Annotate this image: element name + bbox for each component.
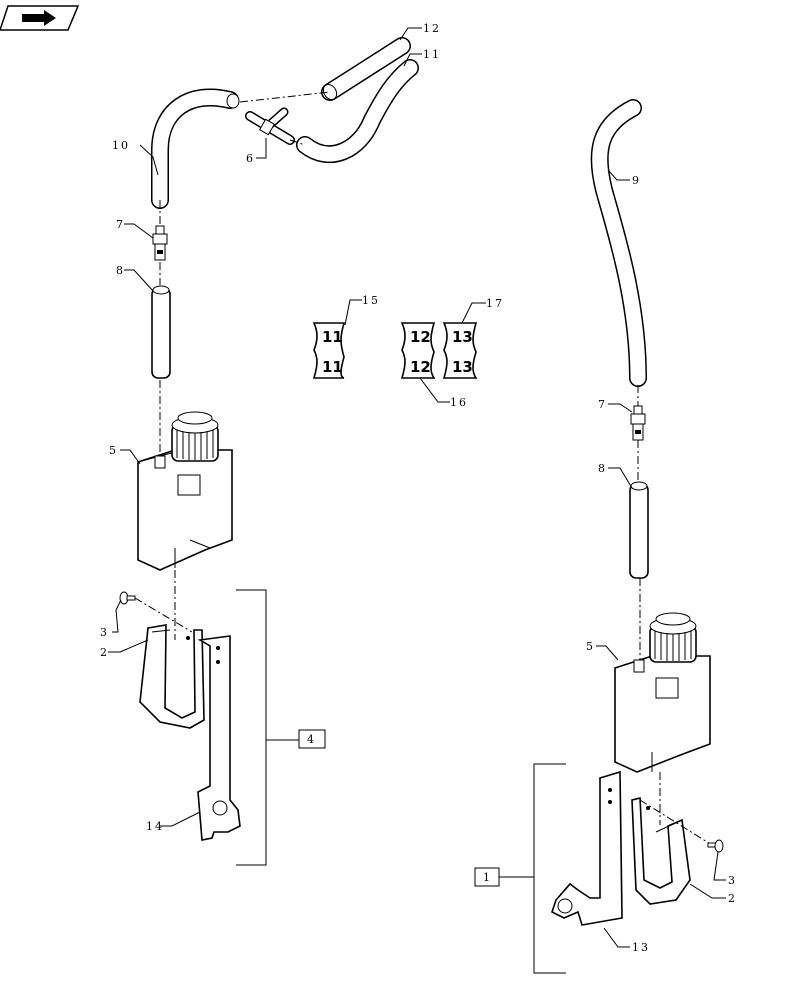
callout-7-right: 7 [598,398,607,411]
ref-box-4 [298,729,326,749]
bracket-2-left [139,624,205,729]
next-page-arrow-icon[interactable] [0,5,80,31]
callout-4: 4 [307,733,316,746]
callout-16: 16 [450,396,468,409]
callout-11: 11 [423,48,441,61]
bracket-14-left [197,635,241,841]
fitting-7-right [630,405,646,441]
callout-5-left: 5 [109,444,118,457]
cap-left [171,411,219,462]
decal-17-bottom-text: 13 [452,358,473,376]
callout-10: 10 [112,139,130,152]
bracket-2-right [631,796,691,905]
hose-9 [590,99,647,387]
decal-16-bottom-text: 12 [410,358,431,376]
hose-12 [321,37,411,101]
callout-3-right: 3 [728,874,737,887]
callout-9: 9 [632,174,641,187]
decal-16-top-text: 12 [410,328,431,346]
callout-8-left: 8 [116,264,125,277]
decal-17-top-text: 13 [452,328,473,346]
bolt-3-right [707,839,724,853]
hose-10 [151,88,240,209]
callout-5-right: 5 [586,640,595,653]
tee-fitting-6 [245,107,295,145]
callout-7-left: 7 [116,218,125,231]
decal-16 [400,322,436,379]
reservoir-5-left [137,411,233,571]
callout-2-left: 2 [100,646,109,659]
cap-right [649,612,697,663]
fitting-7-left [152,225,168,261]
callout-14: 14 [146,820,164,833]
callout-12: 12 [423,22,441,35]
leader-lines [108,27,726,948]
callout-13: 13 [632,941,650,954]
decal-15-bottom-text: 11 [322,358,343,376]
callout-17: 17 [486,297,504,310]
reservoir-5-right [614,612,711,773]
callout-1: 1 [483,871,492,884]
hose-8-left [151,285,171,379]
decal-17 [442,322,478,379]
callout-3-left: 3 [100,626,109,639]
hose-11 [296,59,419,164]
callout-2-right: 2 [728,892,737,905]
decal-15-top-text: 11 [322,328,343,346]
callout-8-right: 8 [598,462,607,475]
callout-6: 6 [246,152,255,165]
decal-15 [312,322,346,379]
bracket-13-right [551,770,623,926]
hose-8-right [629,481,649,579]
callout-15: 15 [362,294,380,307]
